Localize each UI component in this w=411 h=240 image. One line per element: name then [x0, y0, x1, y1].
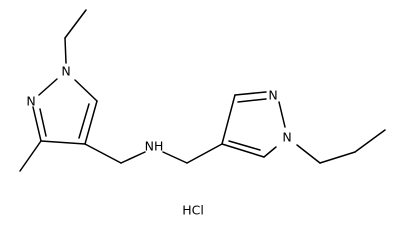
amine-linker [120, 143, 223, 164]
atom-label-n2: N [26, 94, 35, 109]
bond-ethyl-ch3 [64, 9, 87, 39]
bond-ch2-nh-left [120, 151, 146, 164]
atom-label-n1: N [61, 64, 70, 79]
atom-label-amine: NH [145, 139, 164, 154]
bond-c5-n1 [74, 79, 98, 102]
bond-ch2-c4-right [186, 143, 223, 164]
bond-c4-c5 [84, 100, 98, 145]
bond-n2-n1-right [278, 101, 286, 128]
bond-c5-c4-right-double [228, 140, 261, 151]
bond-propyl-mid [319, 151, 356, 164]
bond-c3-methyl [19, 140, 42, 172]
bond-c3-c4 [40, 140, 86, 145]
atom-labels: N N NH N N HCl [26, 64, 291, 218]
bond-n1-n2 [38, 78, 58, 96]
bond-n2-c3 [32, 106, 42, 142]
bond-c3-n2-right [234, 91, 267, 96]
salt-label: HCl [182, 203, 204, 218]
right-pyrazole [221, 91, 386, 164]
bond-nh-ch2-right [162, 151, 188, 164]
bond-c4-ch2 [84, 143, 122, 164]
left-pyrazole [19, 9, 122, 172]
structure-drawing: N N NH N N HCl [19, 9, 386, 218]
bond-c3-n2-right-double [237, 98, 267, 103]
bond-c4-c5-double [78, 103, 90, 139]
bond-n1-c5-right [263, 146, 277, 158]
bond-ethyl-ch2 [64, 37, 67, 64]
bond-c4-c3-right [221, 94, 236, 145]
bond-n1-propyl [296, 144, 321, 164]
bond-n2-c3-double [39, 108, 47, 137]
bond-c5-c4-right [221, 143, 265, 158]
bond-propyl-end [354, 129, 386, 153]
atom-label-n3: N [268, 88, 277, 103]
atom-label-n4: N [282, 130, 291, 145]
